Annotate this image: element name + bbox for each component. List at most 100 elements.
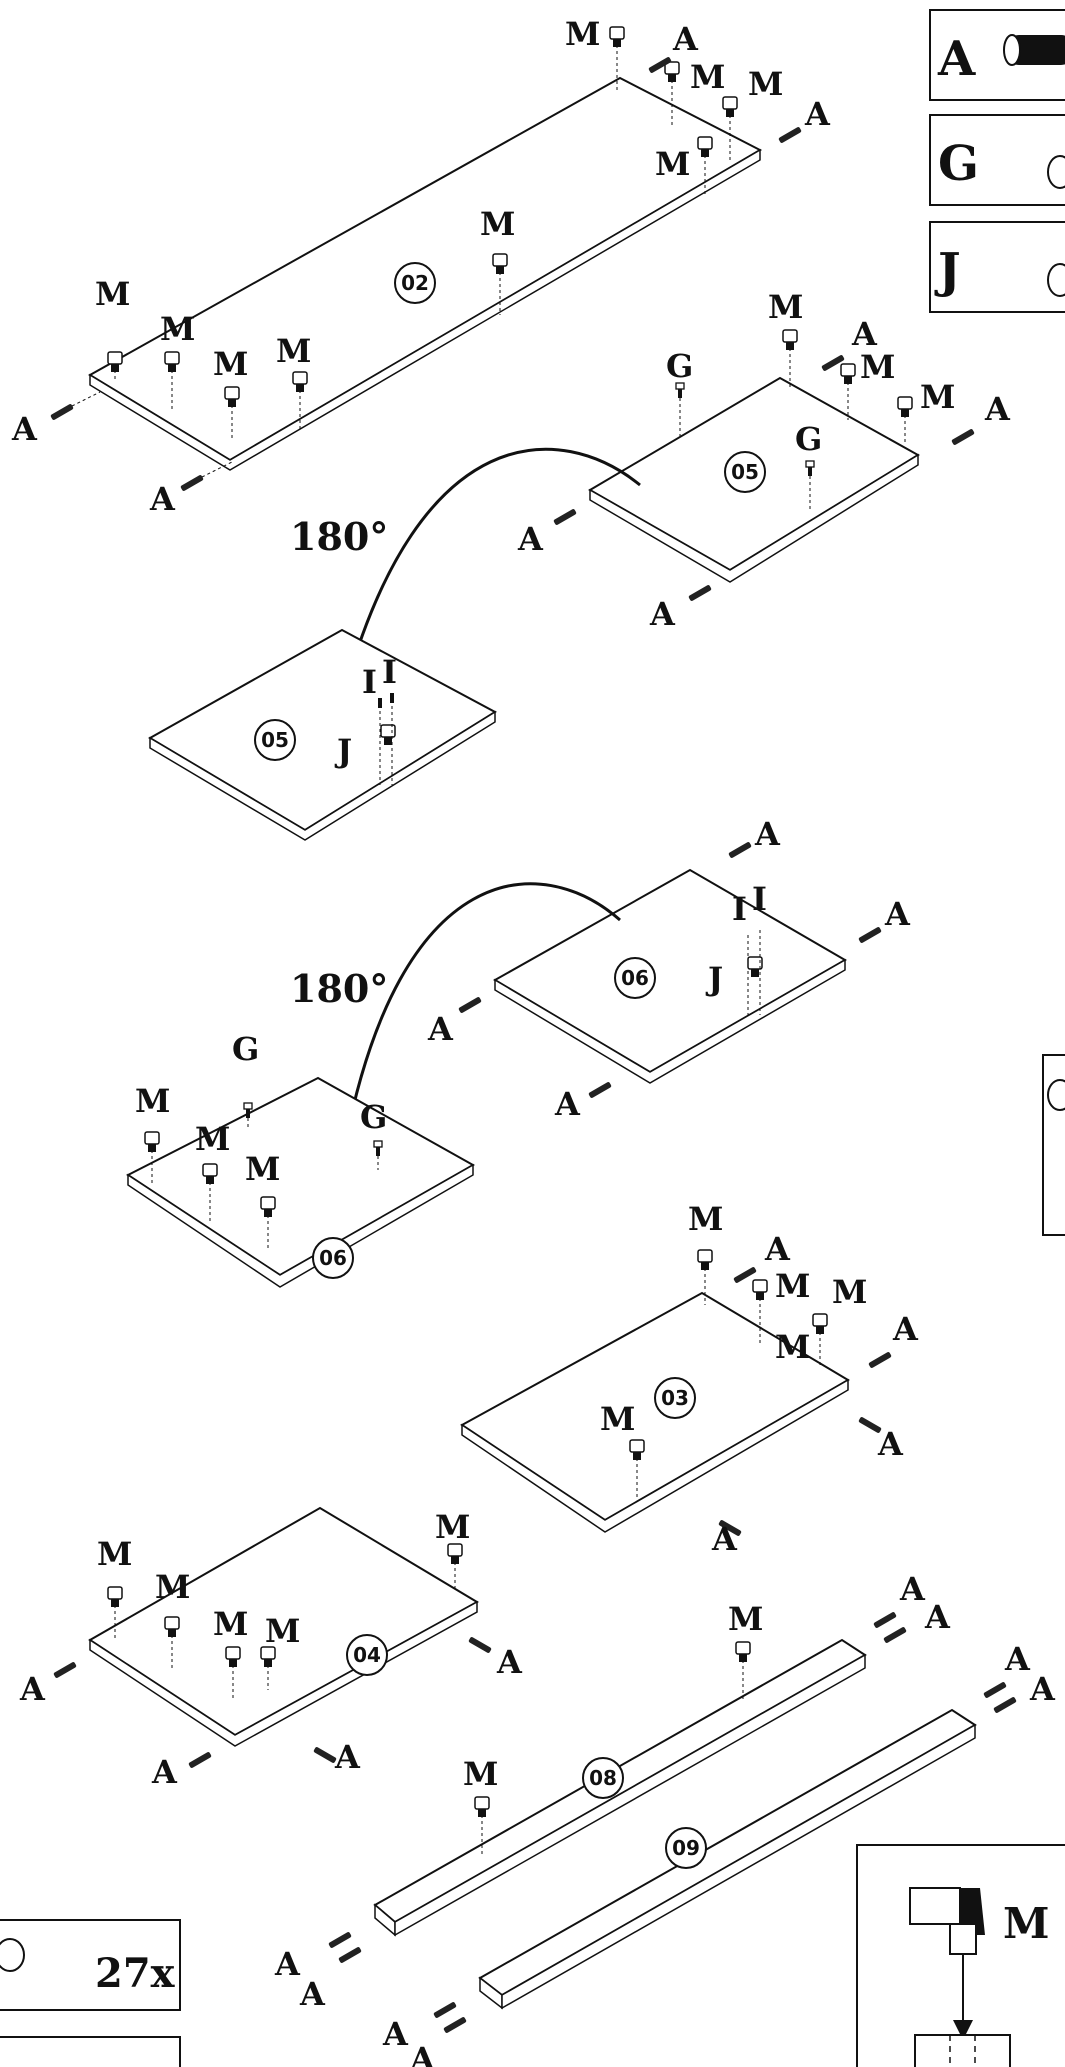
legend-j-box: J (929, 221, 1065, 313)
label-g: G (360, 1098, 387, 1136)
label-a: A (764, 1230, 791, 1268)
label-m: M (97, 1535, 132, 1573)
label-m: M (245, 1150, 280, 1188)
legend-a-box: A (929, 9, 1065, 101)
label-a: A (984, 390, 1011, 428)
rail-08: 08 (328, 1611, 907, 1964)
svg-text:02: 02 (401, 271, 429, 295)
label-a: A (892, 1310, 919, 1348)
label-m: M (748, 65, 783, 103)
svg-text:06: 06 (319, 1246, 347, 1270)
label-a: A (754, 815, 781, 853)
svg-text:05: 05 (731, 460, 759, 484)
legend-a-letter: A (937, 31, 976, 87)
label-a: A (427, 1010, 454, 1048)
label-m: M (688, 1200, 723, 1238)
label-a: A (149, 480, 176, 518)
part-number-04 (346, 1634, 388, 1676)
label-m: M (690, 58, 725, 96)
peg-icon (1047, 155, 1065, 189)
legend-g-letter: G (938, 136, 979, 192)
label-m: M (135, 1082, 170, 1120)
svg-text:04: 04 (353, 1643, 381, 1667)
label-a: A (517, 520, 544, 558)
label-a: A (804, 95, 831, 133)
label-m: M (832, 1273, 867, 1311)
part-number-06 (614, 957, 656, 999)
label-a: A (899, 1570, 926, 1608)
label-a: A (884, 895, 911, 933)
legend-m-box: 27x (0, 1919, 181, 2067)
label-g: G (666, 347, 693, 385)
label-m: M (160, 310, 195, 348)
panel-06-flipped: 06 (126, 1076, 476, 1288)
label-m: M (213, 1605, 248, 1643)
svg-text:06: 06 (621, 966, 649, 990)
rotation-label-1: 180° (290, 514, 388, 559)
label-a: A (924, 1598, 951, 1636)
part-number-05 (724, 451, 766, 493)
label-m: M (775, 1328, 810, 1366)
rotation-arrow-1: 180° (290, 447, 641, 705)
label-a: A (274, 1945, 301, 1983)
rotation-label-2: 180° (290, 966, 388, 1011)
label-i: I (732, 890, 747, 928)
detail-letter-m: M (1003, 1899, 1050, 1948)
panel-06-top: 06 (458, 841, 882, 1099)
panel-05-flipped: 05 (148, 628, 497, 841)
svg-text:03: 03 (661, 1386, 689, 1410)
label-a: A (711, 1520, 738, 1558)
panel-05-top: 05 (553, 329, 975, 602)
connector-icon (1047, 263, 1065, 297)
label-a: A (1029, 1670, 1056, 1708)
part-number-09 (665, 1827, 707, 1869)
label-i: I (382, 653, 397, 691)
part-number-06b (312, 1237, 354, 1279)
dowel-icon (1005, 35, 1065, 65)
side-detail-box (1042, 1054, 1065, 1236)
label-m: M (860, 348, 895, 386)
letter-labels: M A M M A M M M M M M A A M G A M M A G … (11, 15, 1056, 2067)
label-m: M (95, 275, 130, 313)
label-a: A (382, 2015, 409, 2053)
svg-text:09: 09 (672, 1836, 700, 1860)
part-number-03 (654, 1377, 696, 1419)
label-m: M (728, 1600, 763, 1638)
label-a: A (19, 1670, 46, 1708)
label-m: M (265, 1612, 300, 1650)
label-i: I (362, 663, 377, 701)
part-number-02 (394, 262, 436, 304)
label-j: J (705, 960, 723, 998)
svg-text:08: 08 (589, 1766, 617, 1790)
camlock-detail-icon (909, 1887, 961, 1925)
label-g: G (795, 420, 822, 458)
label-a: A (334, 1738, 361, 1776)
rotation-arrow-2: 180° (290, 882, 621, 1160)
label-a: A (299, 1975, 326, 2013)
label-m: M (480, 205, 515, 243)
label-j: J (334, 732, 352, 770)
panel-03: 03 (460, 1249, 892, 1537)
label-a: A (496, 1643, 523, 1681)
label-m: M (655, 145, 690, 183)
label-a: A (554, 1085, 581, 1123)
label-a: A (1004, 1640, 1031, 1678)
label-m: M (600, 1400, 635, 1438)
panel-04: 04 (53, 1506, 492, 1769)
detail-inset: M (856, 1844, 1065, 2067)
camlock-icon (1047, 1079, 1065, 1111)
label-m: M (155, 1568, 190, 1606)
label-m: M (435, 1508, 470, 1546)
legend-m-count: 27x (95, 1950, 176, 1997)
label-a: A (672, 20, 699, 58)
panel-02: 02 (50, 26, 802, 492)
label-a: A (151, 1753, 178, 1791)
label-m: M (565, 15, 600, 53)
svg-text:05: 05 (261, 728, 289, 752)
part-number-05b (254, 719, 296, 761)
rail-09: 09 (433, 1681, 1017, 2034)
legend-g-box: G (929, 114, 1065, 206)
label-a: A (877, 1425, 904, 1463)
label-m: M (775, 1267, 810, 1305)
